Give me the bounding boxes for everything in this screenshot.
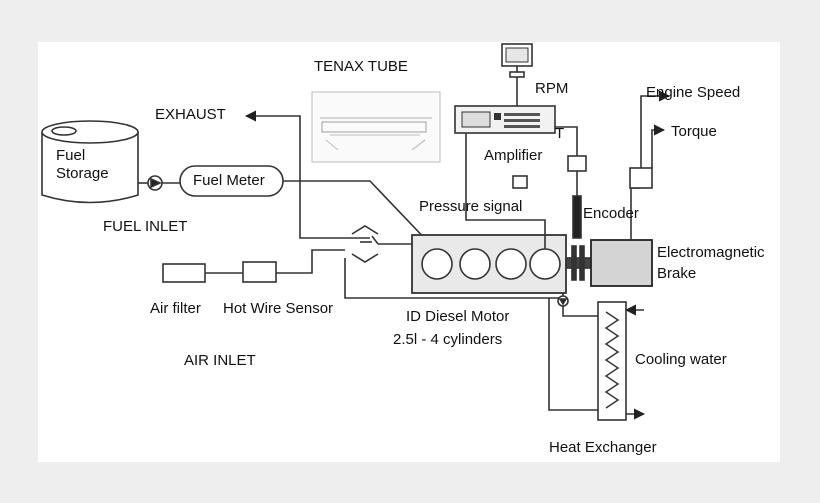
brake-label-line1: Electromagnetic [657,244,765,261]
air-filter-label: Air filter [150,300,201,317]
torque-label: Torque [671,123,717,140]
coolant-pump-icon [557,295,569,307]
amplifier-label: Amplifier [484,147,543,164]
motor-label-line2: 2.5l - 4 cylinders [393,331,503,348]
fuel-meter-label: Fuel Meter [193,172,265,189]
pressure-signal-label: Pressure signal [419,198,523,215]
fuel-pump-icon [147,175,163,191]
motor-label-line1: ID Diesel Motor [406,308,510,325]
heat-exchanger [597,301,627,421]
fuel-storage-label-line1: Fuel [56,147,86,164]
diagram-lines [41,43,671,421]
t-label: T [555,125,565,142]
intake-manifold [351,225,379,263]
brake-label-line2: Brake [657,265,697,282]
air-filter-box [162,263,206,283]
fuel-storage-label-line2: Storage [56,165,109,182]
tenax-tube-drawing [311,91,441,163]
rpm-label: RPM [535,80,569,97]
air-inlet-label: AIR INLET [184,352,256,369]
diagram-canvas: Fuel Storage Fuel Meter FUEL INLET EXHAU… [38,42,780,462]
fuel-inlet-label: FUEL INLET [103,218,188,235]
engine-speed-label: Engine Speed [646,84,741,101]
hot-wire-sensor-label: Hot Wire Sensor [223,300,334,317]
fuel-storage-tank [41,120,139,204]
electromagnetic-brake-box [590,239,653,287]
tenax-tube-label: TENAX TUBE [314,58,408,75]
diesel-motor [411,234,567,294]
heat-exchanger-label: Heat Exchanger [549,439,657,456]
hot-wire-sensor-box [242,261,277,283]
encoder-label: Encoder [583,205,639,222]
cooling-water-label: Cooling water [635,351,727,368]
exhaust-label: EXHAUST [155,106,226,123]
amplifier-unit [454,105,556,134]
monitor-icon [501,43,533,78]
